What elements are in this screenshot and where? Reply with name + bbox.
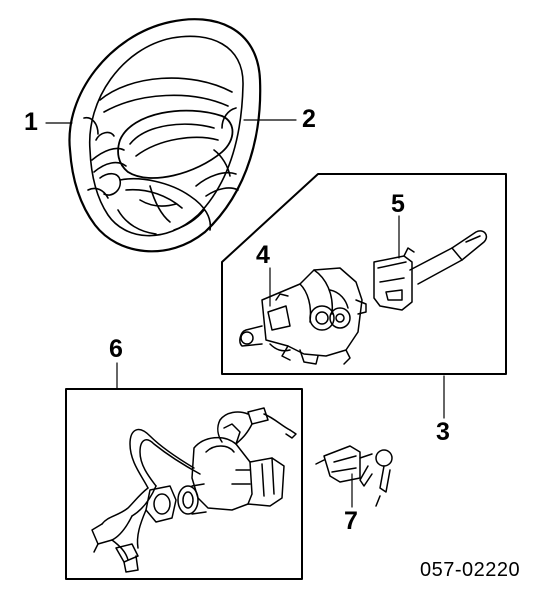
leader-lines (45, 119, 445, 508)
part-number-label: 057-02220 (420, 559, 521, 581)
callout-5: 5 (391, 190, 405, 218)
wiper-switch-drawing (373, 230, 488, 311)
group-box-6 (65, 388, 303, 580)
callout-6: 6 (109, 335, 123, 363)
key-cylinder-drawing (315, 445, 393, 507)
callout-1: 1 (24, 108, 38, 136)
callout-4: 4 (256, 241, 270, 269)
combination-switch-drawing (239, 267, 367, 365)
callout-2: 2 (302, 105, 316, 133)
steering-wheel-drawing (68, 18, 262, 253)
callout-7: 7 (344, 507, 358, 535)
ignition-switch-drawing (91, 407, 297, 573)
group-box-3 (221, 173, 507, 375)
callout-3: 3 (436, 418, 450, 446)
